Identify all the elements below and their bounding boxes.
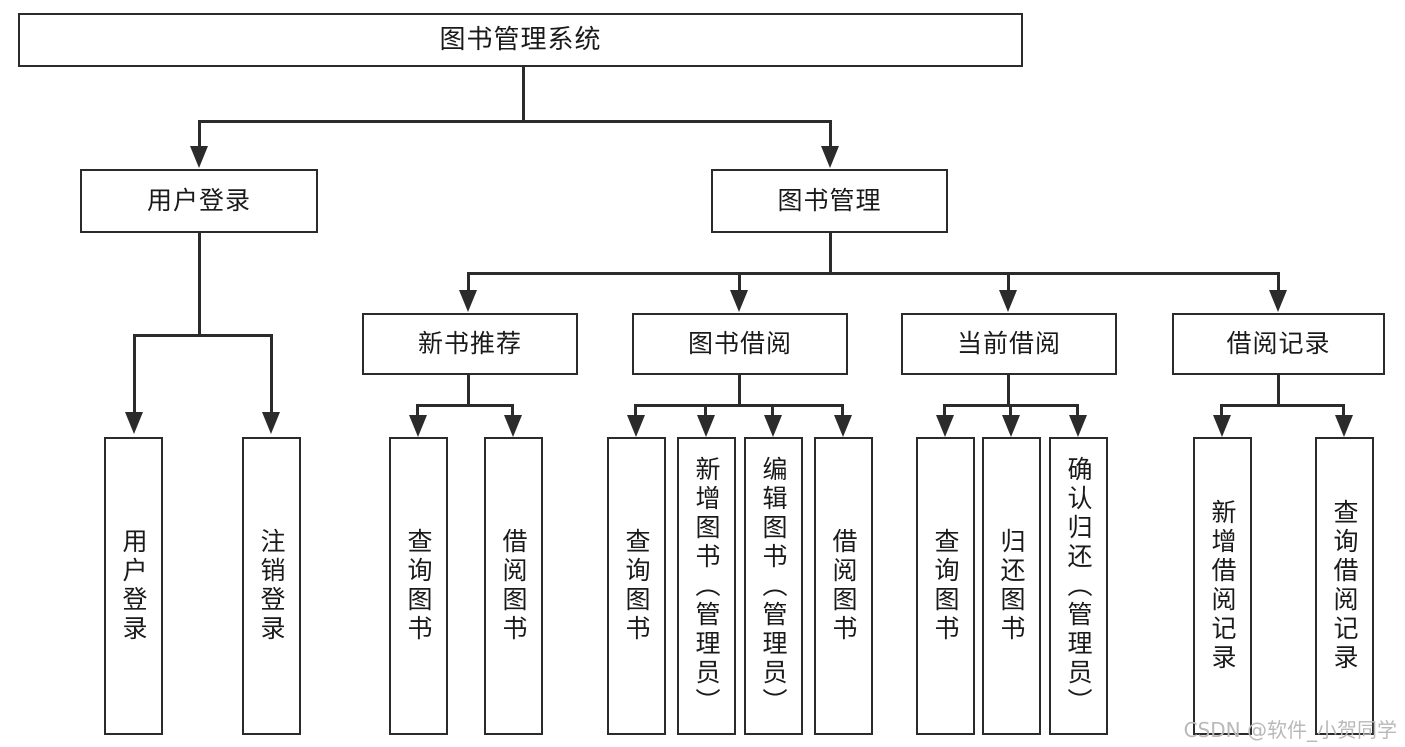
node-label: 图书管理系统 [439, 24, 602, 55]
node-label: 用户登录 [119, 528, 148, 644]
connector-to-leaf-user-login [133, 334, 136, 414]
arrow-to-book-manage [821, 146, 839, 168]
node-label: 新书推荐 [417, 329, 522, 359]
node-label: 借阅记录 [1226, 329, 1331, 359]
connector-to-leaf-borrow-book-2 [841, 404, 844, 418]
connector-to-new-book-rec [467, 272, 470, 292]
node-borrow-record[interactable]: 借阅记录 [1172, 313, 1385, 375]
node-label: 查询图书 [404, 528, 433, 644]
arrow-to-leaf-query-book-2 [627, 415, 645, 437]
leaf-return-book[interactable]: 归还图书 [982, 437, 1041, 735]
node-label: 当前借阅 [956, 329, 1061, 359]
connector-book-manage-trunk [829, 233, 832, 275]
node-label: 确认归还（管理员） [1064, 455, 1093, 717]
connector-to-leaf-return-book [1009, 404, 1012, 418]
node-label: 新增借阅记录 [1208, 499, 1237, 673]
leaf-borrow-book-1[interactable]: 借阅图书 [484, 437, 543, 735]
leaf-query-record[interactable]: 查询借阅记录 [1315, 437, 1374, 735]
connector-to-leaf-borrow-book-1 [511, 404, 514, 418]
connector-borrow-record-trunk [1277, 375, 1280, 407]
arrow-to-leaf-query-book-3 [936, 415, 954, 437]
arrow-to-leaf-add-record [1213, 415, 1231, 437]
connector-to-leaf-query-book-2 [634, 404, 637, 418]
connector-book-borrow-bar [634, 404, 844, 407]
arrow-to-leaf-add-book [697, 415, 715, 437]
node-label: 编辑图书（管理员） [759, 455, 788, 717]
leaf-logout[interactable]: 注销登录 [242, 437, 301, 735]
node-label: 借阅图书 [829, 528, 858, 644]
node-label: 借阅图书 [499, 528, 528, 644]
node-label: 用户登录 [146, 186, 251, 216]
connector-to-book-manage [829, 120, 832, 148]
connector-to-leaf-confirm-return [1076, 404, 1079, 418]
arrow-to-leaf-return-book [1002, 415, 1020, 437]
connector-to-book-borrow [738, 272, 741, 292]
arrow-to-leaf-borrow-book-1 [504, 415, 522, 437]
connector-new-book-rec-trunk [467, 375, 470, 407]
connector-to-leaf-query-book-3 [943, 404, 946, 418]
node-book-borrow[interactable]: 图书借阅 [632, 313, 848, 375]
leaf-confirm-return[interactable]: 确认归还（管理员） [1049, 437, 1108, 735]
node-root-system[interactable]: 图书管理系统 [18, 13, 1023, 67]
connector-to-leaf-query-book-1 [416, 404, 419, 418]
leaf-add-book[interactable]: 新增图书（管理员） [677, 437, 736, 735]
leaf-add-record[interactable]: 新增借阅记录 [1193, 437, 1252, 735]
connector-user-login-bar [133, 334, 273, 337]
connector-to-leaf-edit-book [771, 404, 774, 418]
arrow-to-leaf-edit-book [764, 415, 782, 437]
node-label: 归还图书 [997, 528, 1026, 644]
node-label: 图书管理 [777, 186, 882, 216]
connector-root-trunk [522, 67, 525, 121]
arrow-to-current-borrow [999, 290, 1017, 312]
arrow-to-leaf-query-record [1335, 415, 1353, 437]
arrow-to-leaf-query-book-1 [409, 415, 427, 437]
connector-user-login-trunk [198, 233, 201, 337]
arrow-to-book-borrow [730, 290, 748, 312]
connector-level1-bar [198, 120, 832, 123]
leaf-user-login[interactable]: 用户登录 [104, 437, 163, 735]
node-label: 查询借阅记录 [1330, 499, 1359, 673]
connector-level2-bar [467, 272, 1280, 275]
connector-to-leaf-add-book [704, 404, 707, 418]
arrow-to-leaf-logout [262, 412, 280, 434]
connector-to-user-login [198, 120, 201, 148]
leaf-borrow-book-2[interactable]: 借阅图书 [814, 437, 873, 735]
arrow-to-new-book-rec [459, 290, 477, 312]
connector-to-leaf-add-record [1220, 404, 1223, 418]
leaf-query-book-3[interactable]: 查询图书 [916, 437, 975, 735]
node-current-borrow[interactable]: 当前借阅 [901, 313, 1117, 375]
connector-to-current-borrow [1007, 272, 1010, 292]
arrow-to-leaf-borrow-book-2 [834, 415, 852, 437]
connector-borrow-record-bar [1220, 404, 1345, 407]
arrow-to-borrow-record [1269, 290, 1287, 312]
arrow-to-leaf-user-login [125, 412, 143, 434]
node-label: 新增图书（管理员） [692, 455, 721, 717]
connector-current-borrow-trunk [1007, 375, 1010, 407]
node-label: 查询图书 [931, 528, 960, 644]
connector-to-leaf-query-record [1342, 404, 1345, 418]
connector-to-leaf-logout [270, 334, 273, 414]
leaf-query-book-1[interactable]: 查询图书 [389, 437, 448, 735]
connector-book-borrow-trunk [738, 375, 741, 407]
arrow-to-user-login [190, 146, 208, 168]
node-label: 图书借阅 [687, 329, 792, 359]
leaf-query-book-2[interactable]: 查询图书 [607, 437, 666, 735]
node-new-book-rec[interactable]: 新书推荐 [362, 313, 578, 375]
arrow-to-leaf-confirm-return [1069, 415, 1087, 437]
node-book-manage[interactable]: 图书管理 [711, 169, 948, 233]
node-user-login[interactable]: 用户登录 [80, 169, 318, 233]
connector-to-borrow-record [1277, 272, 1280, 292]
node-label: 注销登录 [257, 528, 286, 644]
node-label: 查询图书 [622, 528, 651, 644]
connector-new-book-rec-bar [416, 404, 514, 407]
leaf-edit-book[interactable]: 编辑图书（管理员） [744, 437, 803, 735]
